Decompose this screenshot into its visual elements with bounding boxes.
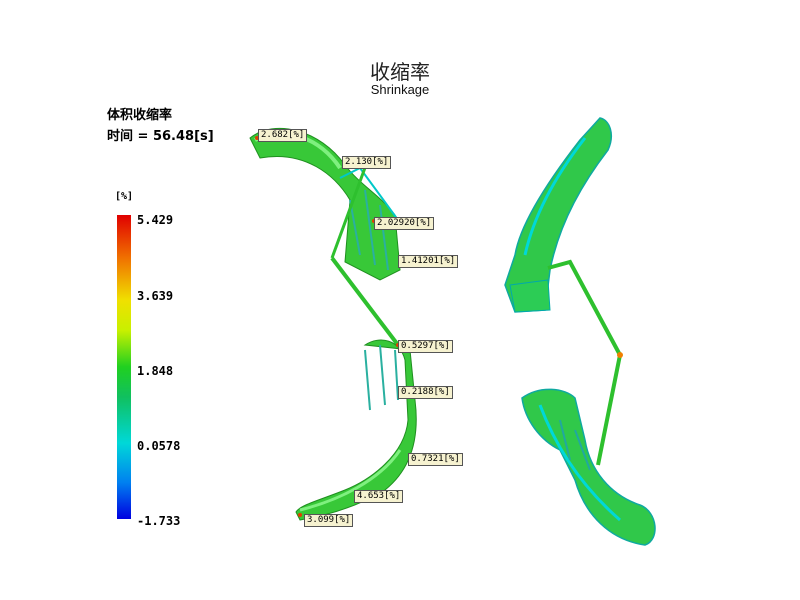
probe-label: 2.682[%] <box>258 129 308 142</box>
right-lower-part <box>521 388 656 546</box>
color-scale-bar <box>117 215 131 519</box>
legend-tick: 3.639 <box>137 289 174 303</box>
legend-tick: 5.429 <box>137 213 174 227</box>
right-runner <box>547 259 623 466</box>
probe-label: 2.130[%] <box>342 156 392 169</box>
legend-tick: -1.733 <box>137 514 181 528</box>
left-runner <box>330 256 400 347</box>
plot-title-english: Shrinkage <box>370 82 430 97</box>
legend-unit: [%] <box>115 191 134 202</box>
probe-label: 0.5297[%] <box>398 340 453 353</box>
plot-title-chinese: 收缩率 <box>370 60 430 84</box>
result-name: 体积收缩率 <box>107 108 173 123</box>
time-label: 时间 = 56.48[s] <box>107 129 214 144</box>
legend-tick: 0.0578 <box>137 439 181 453</box>
probe-label: 0.2188[%] <box>398 386 453 399</box>
probe-label: 3.099[%] <box>304 514 354 527</box>
probe-label: 1.41201[%] <box>398 255 459 268</box>
probe-label: 0.7321[%] <box>408 453 463 466</box>
legend-tick: 1.848 <box>137 364 174 378</box>
left-lower-part <box>295 339 417 521</box>
left-upper-part <box>249 127 401 281</box>
right-upper-part <box>504 117 612 313</box>
probe-label: 4.653[%] <box>354 490 404 503</box>
probe-label: 2.02920[%] <box>374 217 435 230</box>
